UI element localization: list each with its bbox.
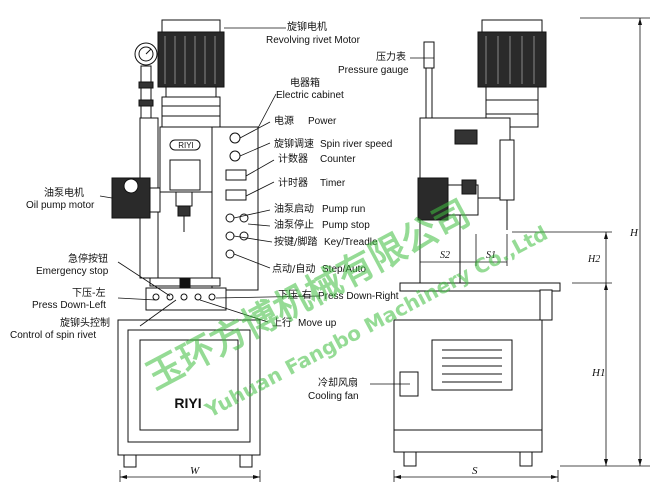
motor-label-en: Revolving rivet Motor <box>266 35 361 46</box>
spin-ctrl-label-zh: 旋铆头控制 <box>60 316 110 329</box>
front-motor <box>157 19 225 128</box>
speed-label-zh: 旋铆调速 <box>274 137 314 150</box>
treadle-label-zh: 按键/脚踏 <box>274 235 317 248</box>
move-up-label-zh: 上行 <box>272 316 292 329</box>
motor-label-zh: 旋铆电机 <box>287 20 327 33</box>
timer-label-zh: 计时器 <box>278 176 308 189</box>
step-auto-label-zh: 点动/自动 <box>272 262 315 275</box>
counter-label-en: Counter <box>320 154 356 165</box>
dim-h2: H2 <box>587 254 600 265</box>
pressure-label-en: Pressure gauge <box>338 65 409 76</box>
side-table <box>399 282 561 292</box>
estop-label-en: Emergency stop <box>36 266 109 277</box>
side-pressure-gauge <box>423 41 435 119</box>
leader-lines <box>99 27 434 385</box>
front-oil-pump-motor <box>111 177 161 219</box>
dimension-lines <box>119 17 650 482</box>
timer-label-en: Timer <box>320 178 346 189</box>
pressure-label-zh: 压力表 <box>376 50 406 63</box>
dimension-labels: W S S2 S1 H H1 H2 <box>190 227 639 477</box>
dim-s: S <box>472 465 478 477</box>
front-pressure-gauge <box>134 42 158 119</box>
side-oil-pump-motor <box>417 177 479 221</box>
dim-w: W <box>190 465 200 477</box>
front-stand <box>117 319 261 468</box>
head-badge <box>169 139 201 151</box>
press-left-label-en: Press Down-Left <box>32 300 106 311</box>
counter-label-zh: 计数器 <box>278 152 308 165</box>
side-motor <box>477 19 547 128</box>
move-up-label-en: Move up <box>298 318 337 329</box>
oil-pump-label-en: Oil pump motor <box>26 200 95 211</box>
power-label-en: Power <box>308 116 337 127</box>
fan-label-zh: 冷却风扇 <box>318 376 358 389</box>
press-right-label-zh: 下压-右 <box>278 288 312 301</box>
front-view <box>111 19 261 468</box>
pump-stop-label-en: Pump stop <box>322 220 370 231</box>
press-left-label-zh: 下压-左 <box>72 286 106 299</box>
dim-s1: S1 <box>486 250 496 261</box>
power-label-zh: 电源 <box>274 114 294 127</box>
dim-h: H <box>629 227 639 239</box>
press-right-label-en: Press Down-Right <box>318 291 399 302</box>
side-stand <box>393 319 543 467</box>
fan-label-en: Cooling fan <box>308 391 359 402</box>
spin-ctrl-label-en: Control of spin rivet <box>10 330 96 341</box>
treadle-label-en: Key/Treadle <box>324 237 378 248</box>
dimension-arrows <box>120 18 642 479</box>
speed-label-en: Spin river speed <box>320 139 392 150</box>
pump-run-label-zh: 油泵启动 <box>274 202 314 215</box>
side-view <box>393 19 561 467</box>
pump-run-label-en: Pump run <box>322 204 365 215</box>
head-brand: RIYI <box>178 141 194 150</box>
base-brand: RIYI <box>174 395 201 411</box>
pump-stop-label-zh: 油泵停止 <box>274 218 314 231</box>
step-auto-label-en: Step/Auto <box>322 264 366 275</box>
dim-h1: H1 <box>591 367 605 379</box>
cabinet-label-zh: 电器箱 <box>290 76 320 89</box>
estop-label-zh: 急停按钮 <box>68 252 108 265</box>
dim-s2: S2 <box>440 250 450 261</box>
oil-pump-label-zh: 油泵电机 <box>44 186 84 199</box>
callout-labels: 旋铆电机 Revolving rivet Motor 压力表 Pressure … <box>10 20 409 402</box>
cabinet-label-en: Electric cabinet <box>276 90 344 101</box>
